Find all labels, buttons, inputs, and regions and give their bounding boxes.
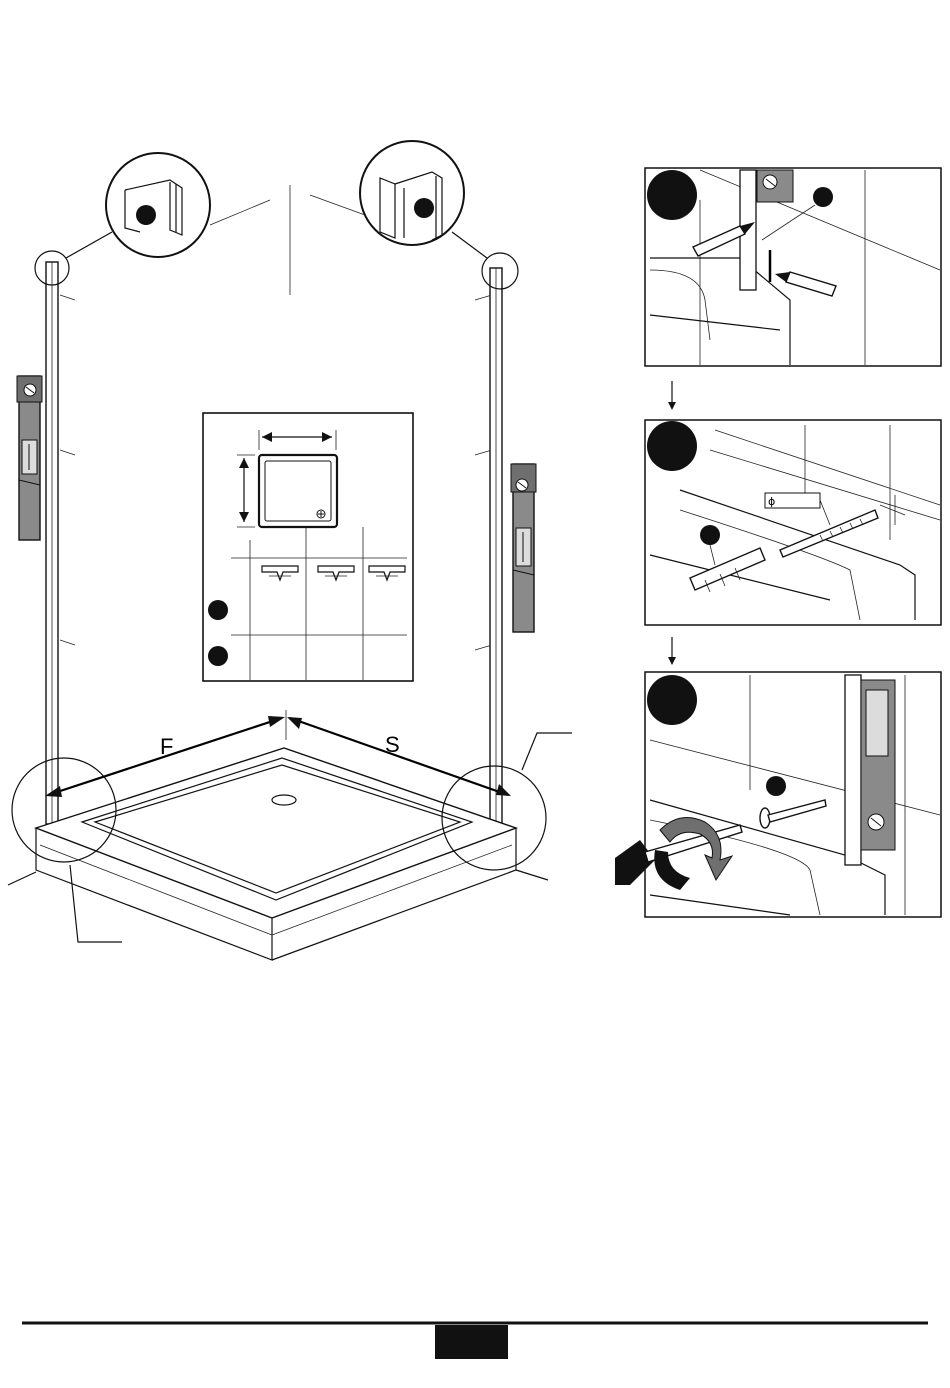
step-panel-insert-plug: ϕ [645,420,941,625]
step-number-badge [647,170,697,220]
tray-size-table [203,413,413,681]
side-dimension-label: S [385,732,400,757]
spirit-level-icon [17,376,42,540]
page-number-block [435,1325,508,1359]
row-marker-dot [208,646,228,666]
main-illustration: F S [8,141,572,960]
step-marker-dot [136,205,156,225]
step-marker-dot [414,198,434,218]
drill-diameter-label: ϕ [768,495,775,508]
left-wall-profile [35,232,112,824]
callout-dot [766,776,786,796]
callout-dot [700,525,720,545]
wall-profile [845,675,861,865]
step-panel-mark-holes [645,168,941,366]
step-arrow-down [668,637,676,665]
step-arrow-down [668,381,676,410]
front-dimension-label: F [160,734,173,759]
right-wall-profile [452,232,518,828]
step-number-badge [647,421,697,471]
left-profile-magnifier [106,153,210,257]
page-footer [22,1323,928,1359]
spirit-level-icon [511,464,536,632]
row-marker-dot [208,600,228,620]
step-panel-fasten-screw [615,672,941,917]
shower-tray [8,733,572,960]
callout-dot [813,187,833,207]
right-profile-magnifier [360,141,464,245]
step-number-badge [647,675,697,725]
